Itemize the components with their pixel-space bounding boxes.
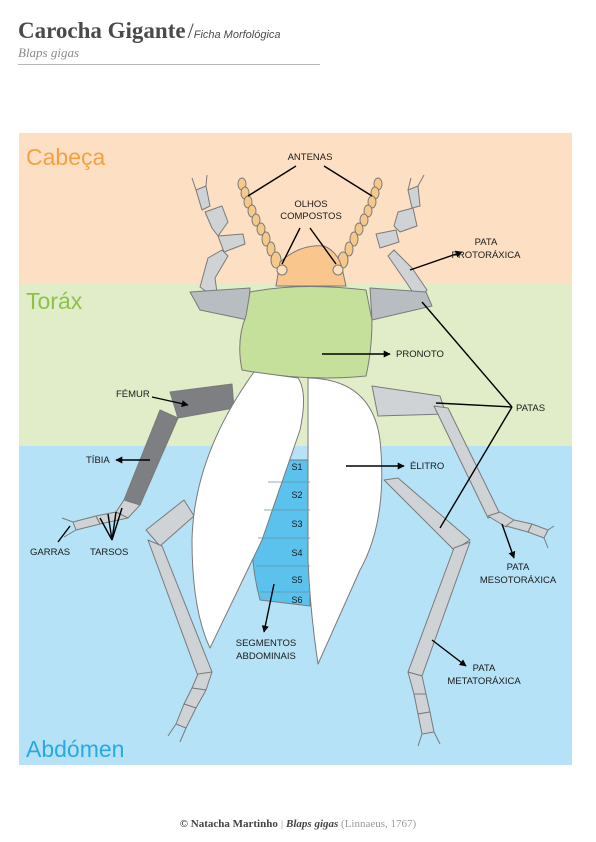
title-slash: / xyxy=(187,18,194,43)
compound-eye-left xyxy=(276,264,288,276)
label-tarsos: TARSOS xyxy=(90,547,128,558)
leader-patas-pro xyxy=(421,301,513,408)
leader-antenna-left xyxy=(247,165,297,197)
page-subtitle: Ficha Morfológica xyxy=(193,29,281,41)
region-label-thorax: Toráx xyxy=(26,288,83,314)
page-header: Carocha Gigante/Ficha Morfológica Blaps … xyxy=(18,18,320,65)
leader-eye-left xyxy=(281,227,301,265)
segment-label-s6: S6 xyxy=(291,595,302,605)
leader-tarsos-3 xyxy=(111,511,117,541)
label-pata-protoraxica-line2: PROTORÁXICA xyxy=(452,250,522,261)
compound-eye-right xyxy=(332,264,344,276)
arrow-pata-mesotoraxica xyxy=(501,523,516,559)
segment-label-s3: S3 xyxy=(291,519,302,529)
arrow-pata-protoraxica xyxy=(409,250,463,271)
label-garras: GARRAS xyxy=(30,547,70,558)
segment-label-s4: S4 xyxy=(291,548,302,558)
footer-copyright: © Natacha Martinho xyxy=(179,818,278,830)
label-pata-protoraxica-line1: PATA xyxy=(475,237,498,248)
label-pata-metatoraxica-line1: PATA xyxy=(473,663,496,674)
segment-label-s1: S1 xyxy=(291,462,302,472)
pro-leg-left xyxy=(191,174,246,301)
label-segmentos-line2: ABDOMINAIS xyxy=(236,651,296,662)
pronotum xyxy=(239,285,373,379)
leader-antenna-right xyxy=(323,165,373,197)
meta-tarsus-right xyxy=(407,671,441,747)
label-pata-metatoraxica-line2: METATORÁXICA xyxy=(447,676,521,687)
leader-tarsos-2 xyxy=(107,513,113,541)
label-elitro: ÉLITRO xyxy=(410,461,444,472)
footer-separator: | xyxy=(280,818,284,830)
label-patas: PATAS xyxy=(516,403,545,414)
leader-patas-meta xyxy=(439,406,513,529)
page-footer: © Natacha Martinho|Blaps gigas (Linnaeus… xyxy=(0,818,596,830)
arrow-femur xyxy=(151,396,189,408)
footer-authority: (Linnaeus, 1767) xyxy=(341,818,417,830)
beetle-head xyxy=(275,245,347,287)
label-pronoto: PRONOTO xyxy=(396,349,444,360)
label-tibia: TÍBIA xyxy=(86,455,110,466)
region-label-abdomen: Abdómen xyxy=(26,736,124,762)
leader-patas-meso xyxy=(435,402,513,408)
meta-tarsus-left xyxy=(167,671,213,743)
label-femur: FÉMUR xyxy=(116,389,150,400)
pro-leg-right xyxy=(375,174,428,301)
elytron-left xyxy=(191,371,304,649)
segment-dividers xyxy=(256,481,310,593)
footer-species: Blaps gigas xyxy=(286,818,339,830)
scientific-name: Blaps gigas xyxy=(18,45,80,60)
label-segmentos-line1: SEGMENTOS xyxy=(236,638,297,649)
segment-label-s2: S2 xyxy=(291,490,302,500)
page-title: Carocha Gigante xyxy=(18,18,186,43)
label-olhos-line2: COMPOSTOS xyxy=(280,211,342,222)
label-olhos-line1: OLHOS xyxy=(294,199,327,210)
region-label-head: Cabeça xyxy=(26,144,105,170)
segment-label-s5: S5 xyxy=(291,575,302,585)
arrow-segmentos xyxy=(261,583,275,633)
elytron-right xyxy=(307,377,383,665)
meso-tarsus-right xyxy=(487,511,555,549)
meta-femur-right xyxy=(383,477,471,551)
leader-eye-right xyxy=(309,227,337,265)
label-antenas: ANTENAS xyxy=(288,152,333,163)
leader-tarsos-1 xyxy=(99,517,113,541)
arrow-pata-metatoraxica xyxy=(431,639,467,667)
leader-garras xyxy=(57,525,71,543)
title-line: Carocha Gigante/Ficha Morfológica xyxy=(18,18,320,44)
pro-femur-right xyxy=(369,287,433,321)
label-pata-mesotoraxica-line2: MESOTORÁXICA xyxy=(480,575,557,586)
leader-tarsos-4 xyxy=(111,507,123,541)
label-pata-mesotoraxica-line1: PATA xyxy=(507,562,530,573)
